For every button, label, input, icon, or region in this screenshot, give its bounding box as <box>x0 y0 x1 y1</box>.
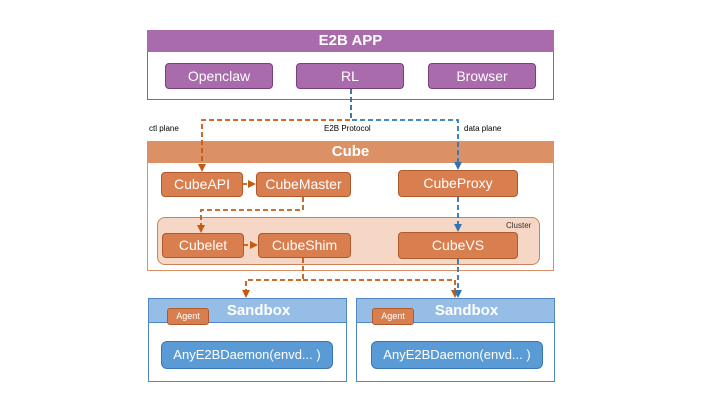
cubelet-node[interactable]: Cubelet <box>162 233 244 258</box>
sandbox-title-text-1: Sandbox <box>226 302 291 319</box>
cluster-label: Cluster <box>506 221 532 230</box>
sandbox-title-text-2: Sandbox <box>434 302 499 319</box>
daemon-node-2[interactable]: AnyE2BDaemon(envd... ) <box>371 341 543 369</box>
master-to-cubelet-arrow <box>197 197 304 233</box>
sandbox-title-2: Sandbox <box>356 298 555 323</box>
cubeproxy-node[interactable]: CubeProxy <box>398 170 518 197</box>
agent-badge-2[interactable]: Agent <box>372 308 414 325</box>
e2b-app-title: E2B APP <box>147 30 554 52</box>
agent-badge-1[interactable]: Agent <box>167 308 209 325</box>
openclaw-button[interactable]: Openclaw <box>165 63 273 89</box>
ctl-plane-label: ctl plane <box>149 124 179 133</box>
shim-to-sandbox1-arrow <box>242 258 304 298</box>
browser-button[interactable]: Browser <box>428 63 536 89</box>
rl-button[interactable]: RL <box>296 63 404 89</box>
cubeshim-node[interactable]: CubeShim <box>258 233 351 258</box>
e2b-protocol-label: E2B Protocol <box>324 124 371 133</box>
cubeapi-node[interactable]: CubeAPI <box>161 172 243 197</box>
cube-title: Cube <box>147 141 554 163</box>
shim-to-sandbox2-arrow <box>303 279 459 298</box>
cubevs-node[interactable]: CubeVS <box>398 232 518 259</box>
data-plane-arrow <box>350 89 462 170</box>
ctl-plane-arrow <box>198 89 352 172</box>
data-plane-label: data plane <box>464 124 502 133</box>
daemon-node-1[interactable]: AnyE2BDaemon(envd... ) <box>161 341 333 369</box>
cubemaster-node[interactable]: CubeMaster <box>256 172 351 197</box>
